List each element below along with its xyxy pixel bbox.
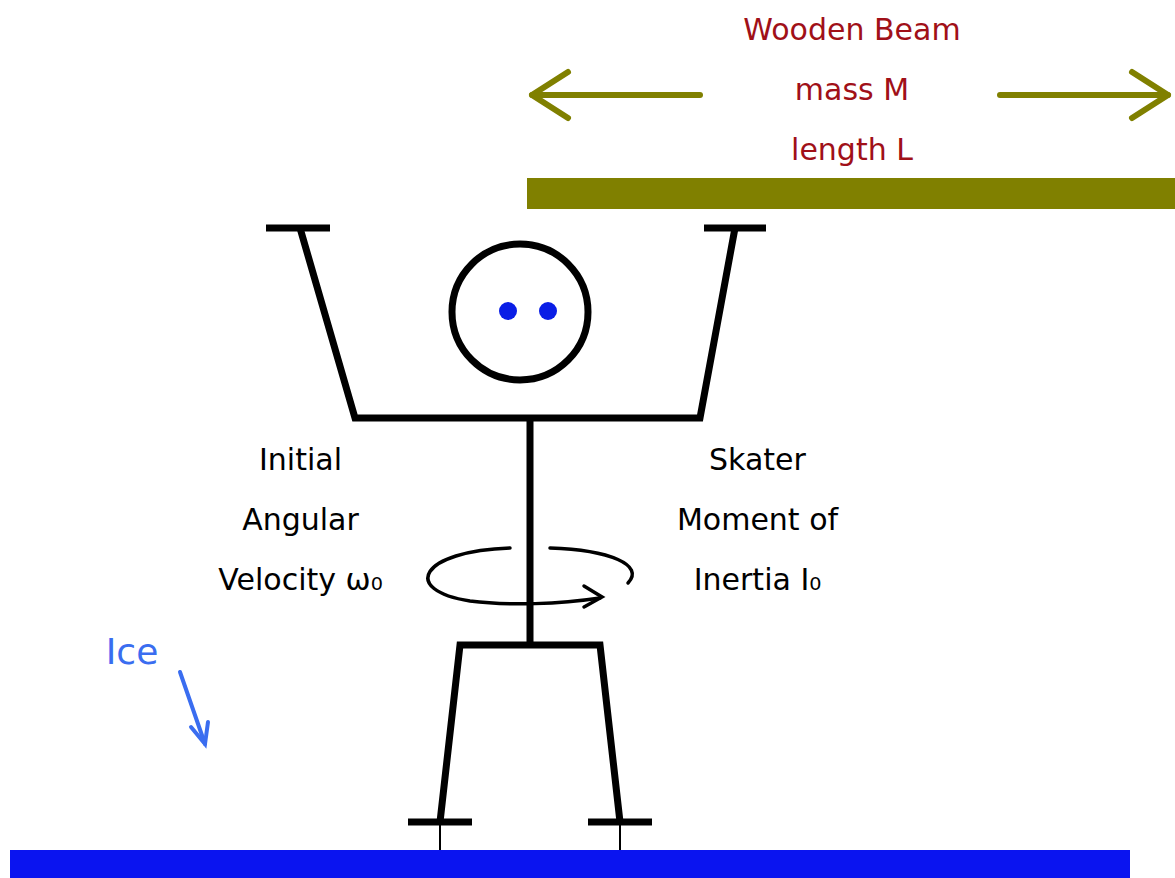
ice-pointer [180,672,208,744]
eyes [499,302,557,320]
beam-title: Wooden Beam [702,0,1002,60]
beam-length: length L [702,120,1002,180]
moment-of-inertia-label: Skater Moment of Inertia I₀ [655,430,860,610]
ice-label: Ice [72,622,192,682]
angular-velocity-label: Initial Angular Velocity ω₀ [198,430,403,610]
wooden-beam [527,178,1175,209]
rotation-arrow [428,548,632,607]
skate-blades [440,822,620,850]
beam-mass: mass M [702,60,1002,120]
ice-surface [10,850,1130,878]
